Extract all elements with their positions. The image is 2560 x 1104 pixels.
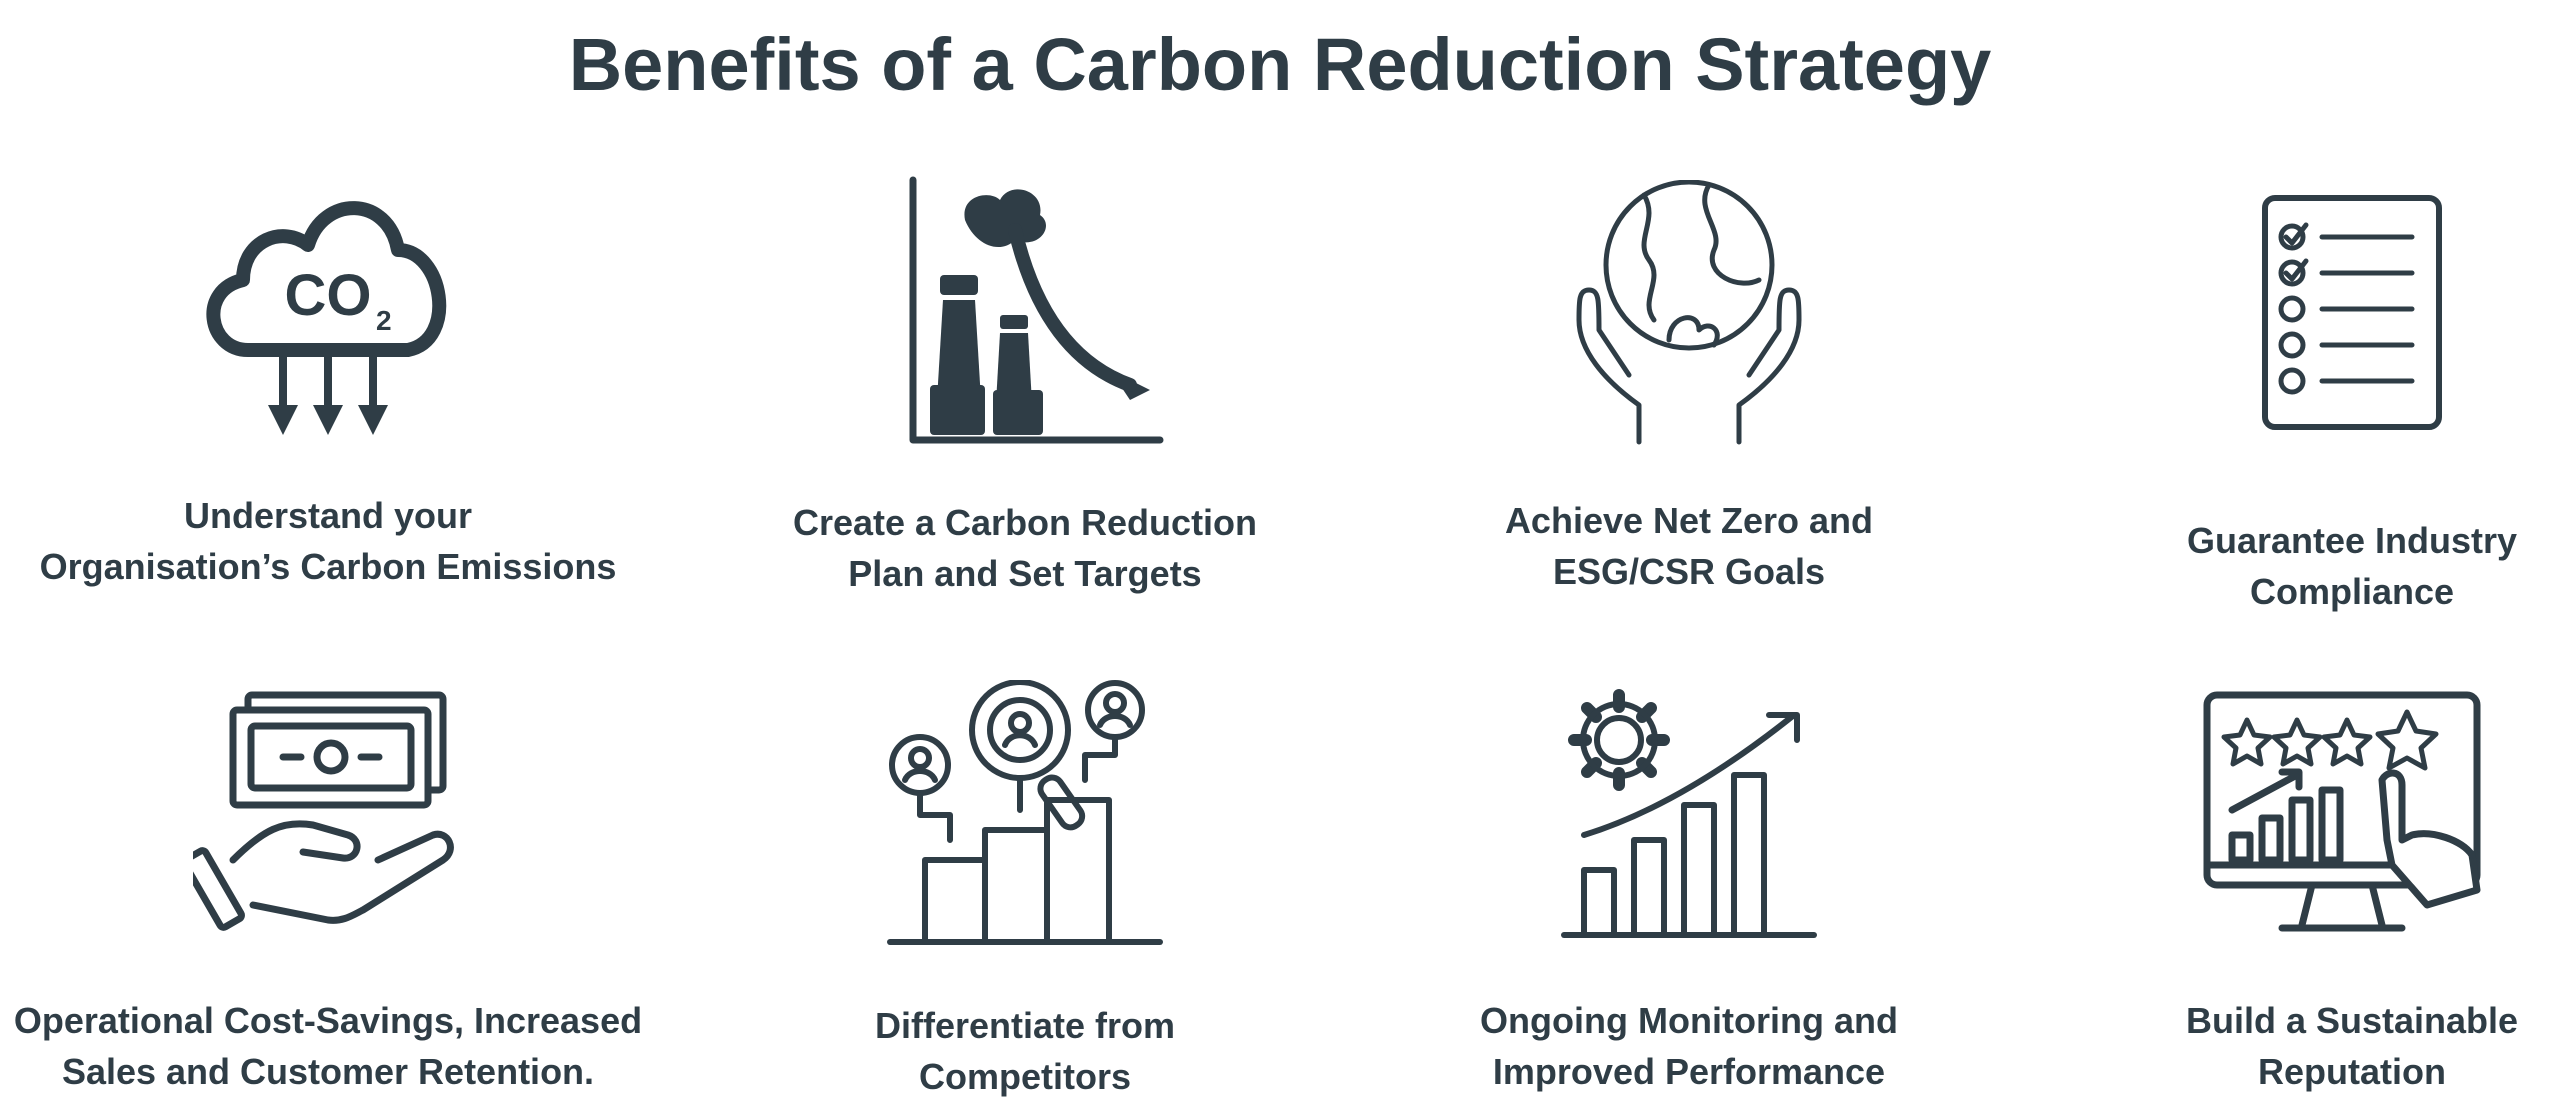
benefit-title-line2: Improved Performance: [1492, 1051, 1886, 1092]
benefit-title-line1: Ongoing Monitoring and: [1480, 1000, 1898, 1041]
benefit-title-line1: Achieve Net Zero and: [1504, 500, 1874, 541]
factory-emissions-decline-icon: [909, 176, 1164, 444]
benefit-title-line1: Differentiate from: [874, 1005, 1176, 1046]
benefit-title-line2: ESG/CSR Goals: [1552, 551, 1826, 592]
benefit-title-line2: Reputation: [2258, 1051, 2446, 1092]
benefit-title-line1: Build a Sustainable: [2185, 1000, 2519, 1041]
benefit-title-line1: Understand your: [183, 495, 473, 536]
page-title: Benefits of a Carbon Reduction Strategy: [568, 23, 1992, 106]
checklist-icon: [2262, 195, 2442, 430]
benefit-title-line2: Plan and Set Targets: [848, 553, 1202, 594]
hands-holding-globe-icon: [1576, 180, 1802, 445]
benefit-title-line2: Sales and Customer Retention.: [61, 1051, 595, 1092]
benefit-title-line1: Create a Carbon Reduction: [792, 502, 1258, 543]
monitor-rating-icon: [2203, 691, 2481, 932]
competitor-analysis-icon: [887, 680, 1163, 945]
co2-cloud-icon: CO 2: [206, 201, 447, 435]
benefit-title-line2: Organisation’s Carbon Emissions: [39, 546, 617, 587]
svg-text:CO: CO: [285, 263, 372, 328]
benefit-title-line1: Guarantee Industry: [2186, 520, 2518, 561]
growth-chart-gear-icon: [1561, 689, 1817, 938]
benefit-title-line1: Operational Cost-Savings, Increased: [13, 1000, 643, 1041]
hand-with-money-icon: [193, 691, 454, 931]
benefit-title-line2: Competitors: [918, 1056, 1131, 1097]
svg-text:2: 2: [376, 305, 392, 336]
benefit-title-line2: Compliance: [2249, 571, 2455, 612]
